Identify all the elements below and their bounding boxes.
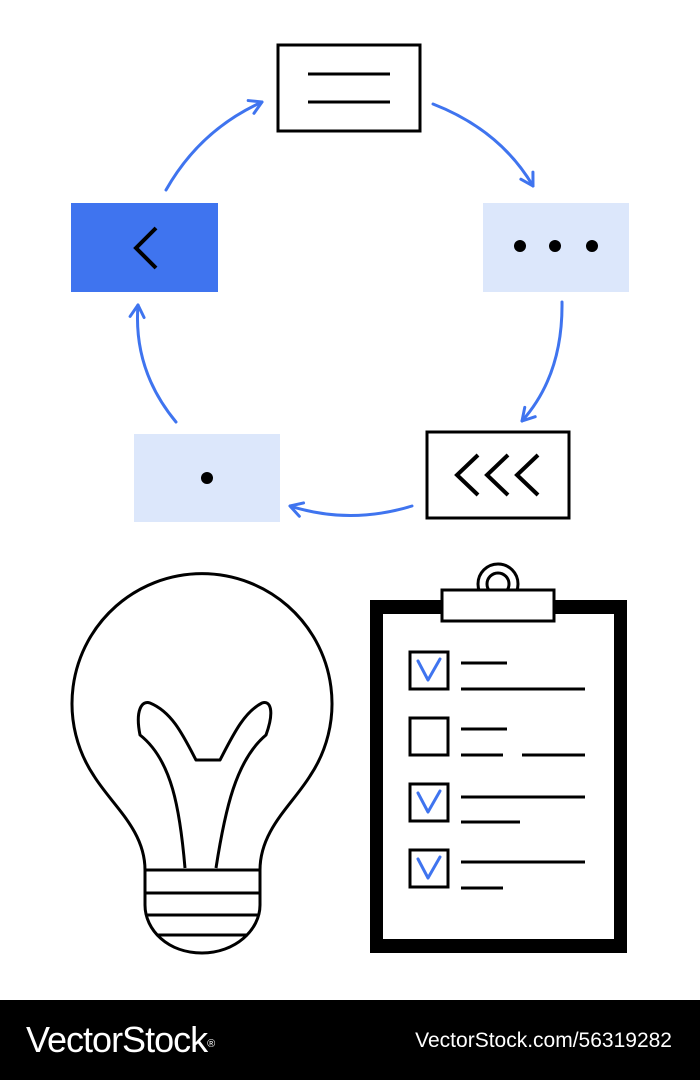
clipboard-clip <box>440 562 556 623</box>
watermark-registered-mark: ® <box>207 1038 215 1050</box>
curved-arrow-icon <box>128 303 178 424</box>
illustration-canvas <box>70 43 629 955</box>
watermark-brand: VectorStock® <box>26 1018 215 1062</box>
clipboard-checklist-icon <box>370 562 627 953</box>
checklist-row <box>408 716 585 757</box>
checkmark-icon <box>416 789 442 814</box>
chevron-left-card-icon <box>71 203 218 292</box>
triple-chevron-card-icon <box>425 430 571 520</box>
checkmark-icon <box>416 855 442 880</box>
curved-arrow-icon <box>520 300 564 423</box>
checkbox-checked-icon <box>408 848 450 889</box>
lightbulb-icon <box>70 572 334 955</box>
checklist <box>408 650 585 890</box>
checklist-row <box>408 650 585 691</box>
ellipsis-card-icon <box>483 203 629 292</box>
checkmark-icon <box>416 657 442 682</box>
dot-card-icon <box>134 434 280 522</box>
checklist-row <box>408 782 585 824</box>
checkbox-checked-icon <box>408 650 450 691</box>
checklist-row <box>408 848 585 890</box>
curved-arrow-icon <box>164 99 264 192</box>
watermark-image-id: VectorStock.com/56319282 <box>415 1029 672 1052</box>
cycle-diagram <box>71 43 629 522</box>
watermark-brand-name: VectorStock <box>26 1019 208 1060</box>
curved-arrow-icon <box>431 102 535 188</box>
lines-card-icon <box>276 43 422 133</box>
checkbox-empty-icon <box>408 716 450 757</box>
curved-arrow-icon <box>288 501 414 518</box>
watermark-bar: VectorStock® VectorStock.com/56319282 <box>0 1000 700 1080</box>
checkbox-checked-icon <box>408 782 450 823</box>
